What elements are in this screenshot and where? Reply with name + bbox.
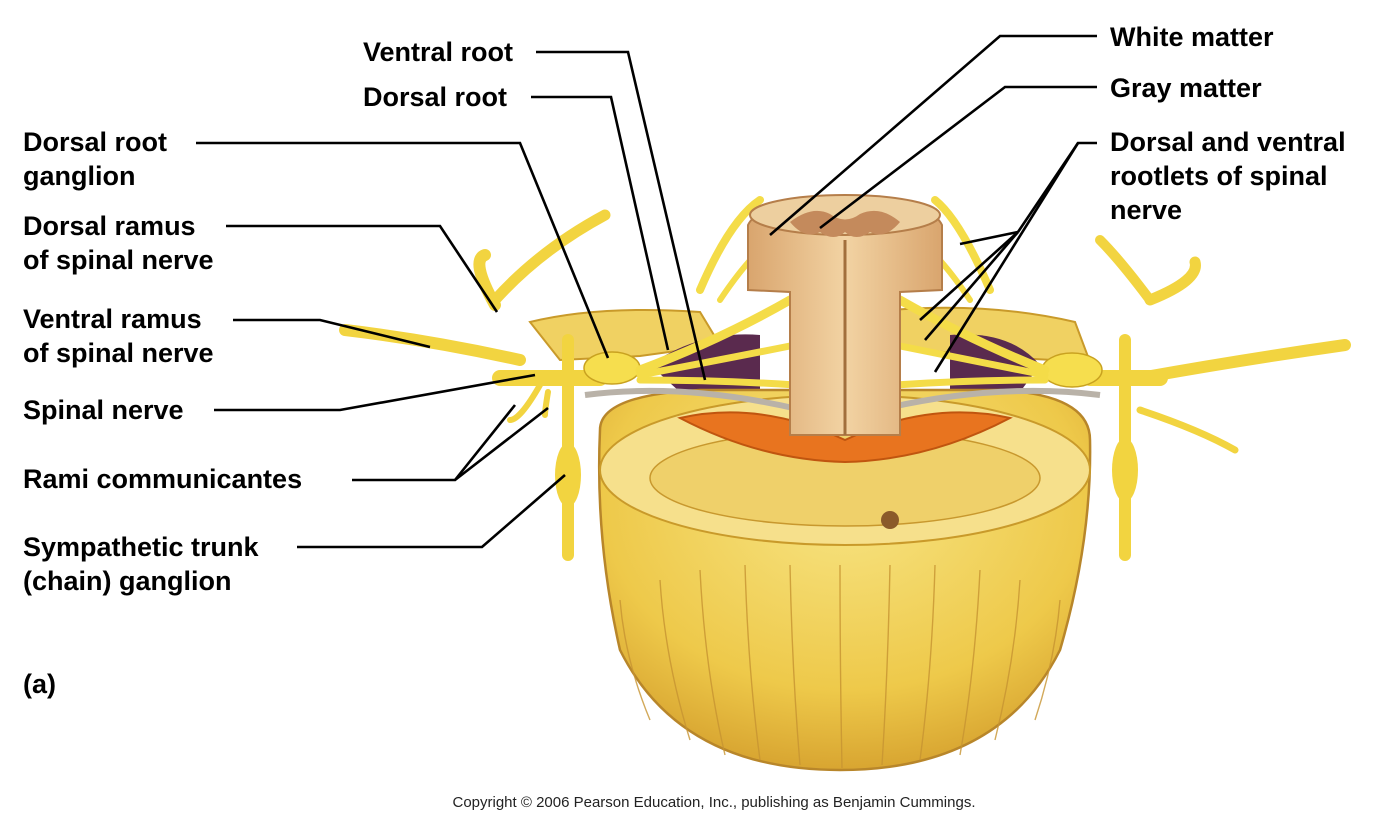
leader-rami-2	[454, 406, 549, 482]
leader-ventral-root	[536, 50, 707, 381]
label-dorsal-root-ganglion-line2: ganglion	[23, 161, 136, 191]
label-ventral-root: Ventral root	[363, 37, 514, 67]
label-ventral-ramus-line2: of spinal nerve	[23, 338, 214, 368]
label-dorsal-ventral-rootlets: Dorsal and ventral rootlets of spinal ne…	[1110, 125, 1346, 227]
label-gray-matter: Gray matter	[1110, 73, 1262, 103]
leader-sympathetic-trunk	[297, 474, 566, 549]
label-dorsal-root-ganglion-line1: Dorsal root	[23, 127, 168, 157]
label-dorsal-ramus: Dorsal ramus of spinal nerve	[23, 209, 214, 277]
label-rootlets-line3: nerve	[1110, 195, 1183, 225]
leader-spinal-nerve	[214, 373, 536, 412]
leader-dorsal-ramus	[226, 224, 499, 313]
leader-white-matter	[769, 34, 1097, 236]
label-spinal-nerve: Spinal nerve	[23, 395, 184, 425]
label-rami-communicantes: Rami communicantes	[23, 464, 303, 494]
label-ventral-ramus-line1: Ventral ramus	[23, 304, 202, 334]
label-sympathetic-trunk: Sympathetic trunk (chain) ganglion	[23, 530, 259, 598]
leader-rootlets-3	[924, 231, 1019, 341]
panel-label: (a)	[23, 669, 56, 699]
leader-lines	[196, 34, 1097, 549]
right-nerves	[891, 196, 1351, 561]
spinal-cord	[747, 194, 943, 436]
leader-rootlets-2	[919, 231, 1019, 321]
label-rootlets-line2: rootlets of spinal	[1110, 161, 1328, 191]
leader-rootlets-4	[933, 142, 1080, 373]
leader-rami-1	[352, 404, 517, 482]
label-white-matter: White matter	[1110, 22, 1274, 52]
label-rootlets-line1: Dorsal and ventral	[1110, 127, 1346, 157]
gray-matter-shape	[790, 210, 900, 237]
label-dorsal-ramus-line2: of spinal nerve	[23, 245, 214, 275]
leader-dorsal-root-ganglion	[196, 141, 610, 359]
left-nerves	[339, 196, 799, 561]
label-dorsal-ramus-line1: Dorsal ramus	[23, 211, 196, 241]
label-ventral-ramus: Ventral ramus of spinal nerve	[23, 302, 214, 370]
vertebral-body	[597, 388, 1092, 772]
label-sympathetic-trunk-line1: Sympathetic trunk	[23, 532, 259, 562]
leader-gray-matter	[819, 85, 1097, 230]
label-sympathetic-trunk-line2: (chain) ganglion	[23, 566, 232, 596]
label-dorsal-root: Dorsal root	[363, 82, 508, 112]
label-dorsal-root-ganglion: Dorsal root ganglion	[23, 125, 167, 193]
copyright-notice: Copyright © 2006 Pearson Education, Inc.…	[452, 794, 976, 811]
leader-rootlets-1	[959, 230, 1019, 246]
leader-dorsal-root	[531, 95, 670, 351]
leader-ventral-ramus	[233, 318, 431, 349]
